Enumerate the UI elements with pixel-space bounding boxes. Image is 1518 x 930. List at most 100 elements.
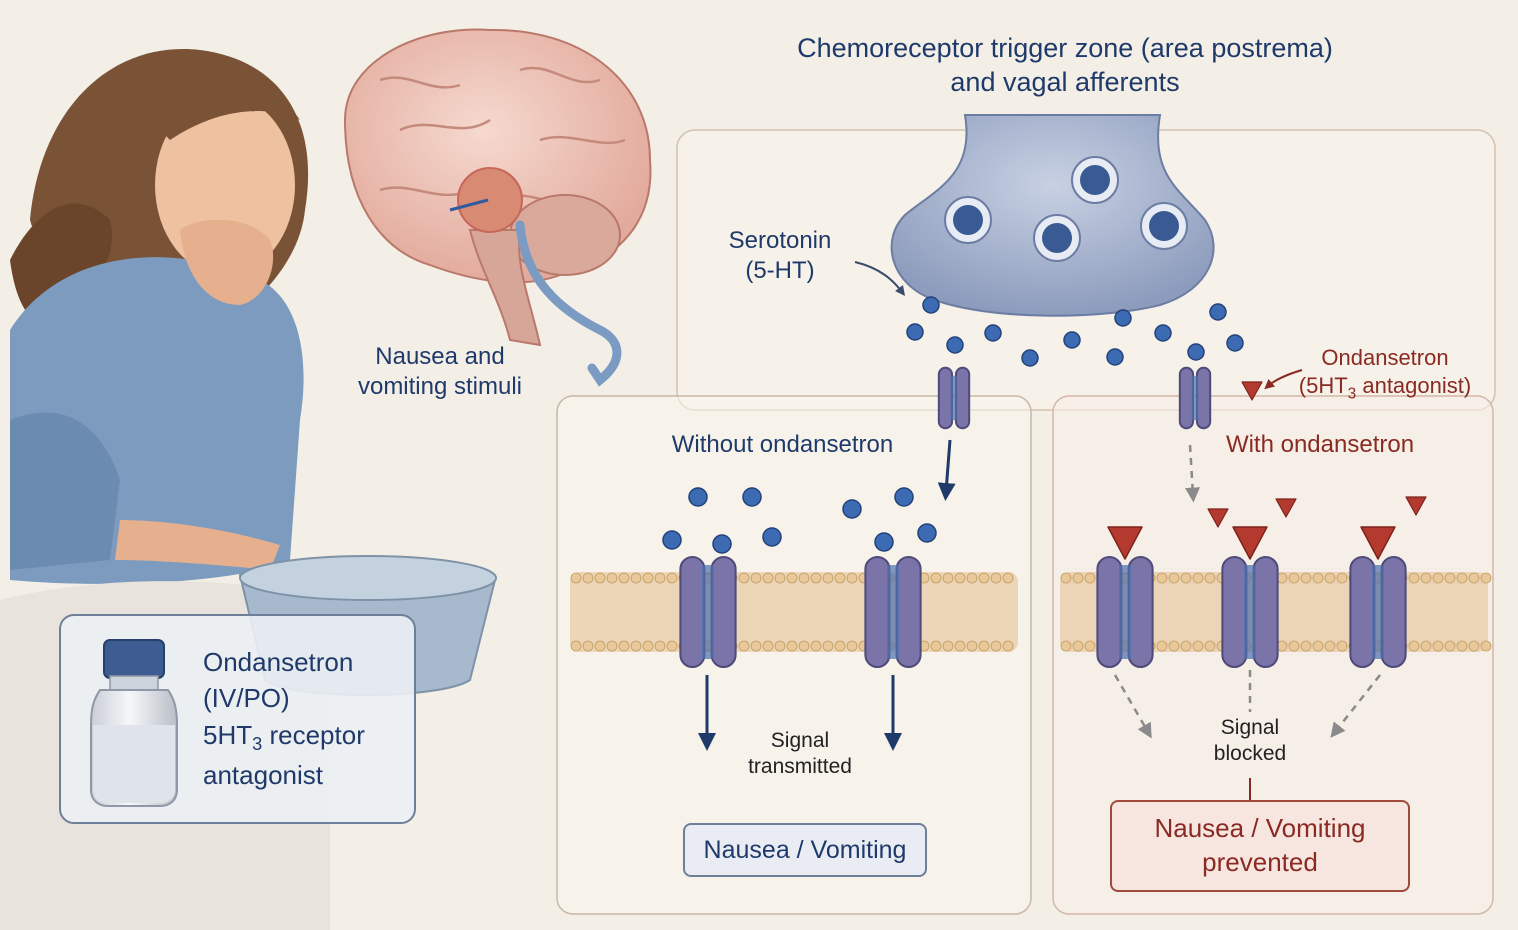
bound-serotonin (762, 527, 782, 547)
serotonin-release (906, 296, 1244, 367)
serotonin-label-line2: (5-HT) (745, 257, 815, 284)
receptor-subunit (895, 556, 922, 668)
outcome-prevented-box: Nausea / Vomiting prevented (1110, 800, 1410, 892)
receptor-subunit (710, 556, 737, 668)
lipid-head (1084, 572, 1096, 584)
bound-serotonin (917, 523, 937, 543)
lipid-head (1002, 572, 1014, 584)
receptor-subunit (1096, 556, 1123, 668)
receptor-subunit (864, 556, 891, 668)
activation-arrow (937, 439, 956, 501)
drug-class: 5HT3 receptor (203, 719, 365, 754)
receptor-channel (1191, 375, 1199, 421)
lipid-head (1300, 640, 1312, 652)
outcome-prevented-line1: Nausea / Vomiting (1154, 813, 1366, 844)
serotonin-label: Serotonin (5-HT) (715, 226, 845, 286)
signal-transmitted-line2: transmitted (748, 755, 852, 779)
lipid-head (1060, 640, 1072, 652)
lipid-head (930, 572, 942, 584)
lipid-head (1312, 640, 1324, 652)
bound-serotonin (662, 530, 682, 550)
stimuli-label-line1: Nausea and (375, 343, 505, 370)
lipid-head (1204, 640, 1216, 652)
drug-name: Ondansetron (203, 647, 354, 677)
receptor (1178, 366, 1212, 430)
receptor-subunit (1349, 556, 1376, 668)
drug-route: (IV/PO) (203, 683, 290, 714)
lipid-bilayer (570, 572, 1018, 652)
lipid-head (1456, 572, 1468, 584)
lipid-head (1432, 640, 1444, 652)
serotonin-pointer (854, 261, 906, 296)
lipid-head (618, 640, 630, 652)
lipid-head (1336, 640, 1348, 652)
blocked-arrow-top (1185, 444, 1201, 503)
receptor-subunit (1178, 366, 1195, 430)
lipid-head (822, 572, 834, 584)
lipid-head (834, 640, 846, 652)
lipid-head (1156, 640, 1168, 652)
ondansetron-label: Ondansetron (5HT3 antagonist) (1290, 344, 1480, 403)
lipid-head (666, 572, 678, 584)
signal-transmitted-line1: Signal (770, 729, 830, 752)
stimuli-label: Nausea and vomiting stimuli (340, 342, 540, 402)
lipid-head (738, 640, 750, 652)
lipid-head (1312, 572, 1324, 584)
free-ondansetron (1241, 381, 1263, 401)
with-panel-title: With ondansetron (1225, 431, 1415, 458)
receptor-channel (1372, 565, 1384, 659)
lipid-head (1002, 640, 1014, 652)
receptor (1096, 526, 1154, 668)
lipid-head (1084, 640, 1096, 652)
serotonin-molecule (1063, 331, 1081, 349)
lipid-head (942, 572, 954, 584)
synaptic-vesicles (944, 156, 1188, 262)
lipid-head (1408, 640, 1420, 652)
serotonin-label-line1: Serotonin (728, 227, 832, 254)
lipid-head (1168, 640, 1180, 652)
lipid-head (1420, 572, 1432, 584)
lipid-head (738, 572, 750, 584)
bound-serotonin (842, 499, 862, 519)
lipid-head (954, 640, 966, 652)
bound-serotonin (712, 534, 732, 554)
lipid-head (1180, 572, 1192, 584)
lipid-head (834, 572, 846, 584)
lipid-head (846, 572, 858, 584)
outcome-nausea-text: Nausea / Vomiting (703, 835, 907, 864)
lipid-head (774, 640, 786, 652)
free-ondansetron (1275, 498, 1297, 518)
bound-serotonin (874, 532, 894, 552)
serotonin-molecule (946, 336, 964, 354)
lipid-head (1324, 572, 1336, 584)
receptor (937, 366, 971, 430)
ctz-title-line2: and vagal afferents (950, 66, 1180, 97)
receptor-subunit (1252, 556, 1279, 668)
lipid-head (1156, 572, 1168, 584)
lipid-head (606, 572, 618, 584)
lipid-head (1480, 640, 1492, 652)
receptor-subunit (937, 366, 954, 430)
lipid-head (1204, 572, 1216, 584)
drug-class-line2: antagonist (203, 760, 323, 791)
lipid-head (942, 640, 954, 652)
lipid-head (1192, 572, 1204, 584)
lipid-head (1432, 572, 1444, 584)
lipid-head (966, 572, 978, 584)
ondansetron-label-line1: Ondansetron (1321, 345, 1449, 370)
lipid-head (1324, 640, 1336, 652)
lipid-head (1468, 640, 1480, 652)
ondansetron-molecule (1107, 526, 1143, 560)
lipid-head (930, 640, 942, 652)
lipid-head (1336, 572, 1348, 584)
lipid-head (762, 572, 774, 584)
lipid-head (1444, 640, 1456, 652)
lipid-head (846, 640, 858, 652)
serotonin-molecule (922, 296, 940, 314)
serotonin-molecule (1154, 324, 1172, 342)
lipid-head (1456, 640, 1468, 652)
outcome-nausea-box: Nausea / Vomiting (683, 823, 927, 877)
ondansetron-molecule (1360, 526, 1396, 560)
